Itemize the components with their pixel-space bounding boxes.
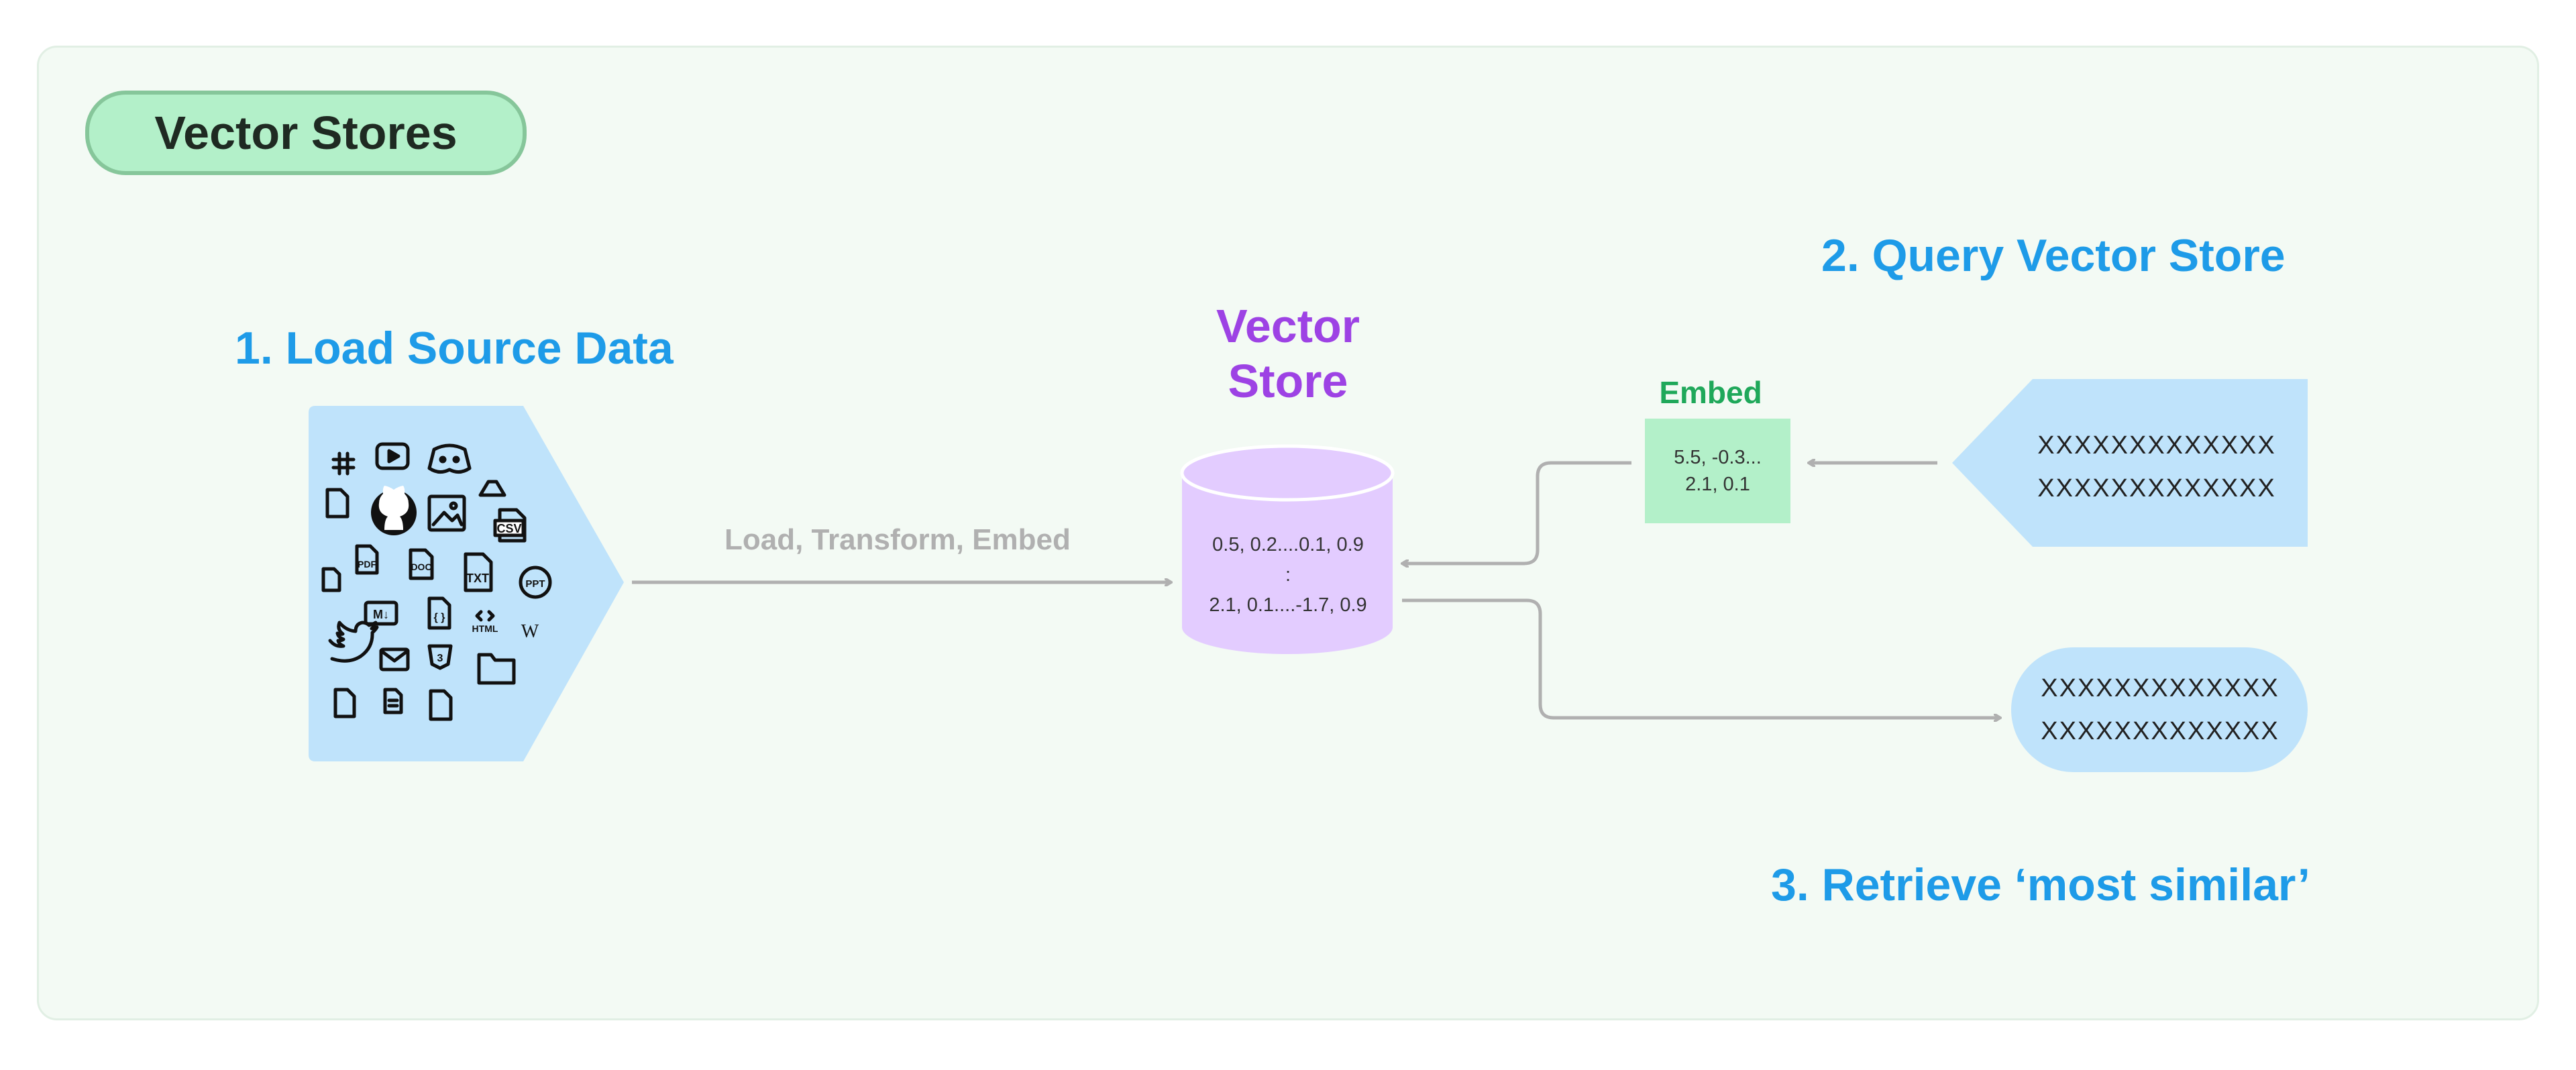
embed-row-1: 5.5, -0.3...	[1674, 447, 1762, 468]
css-icon: 3	[427, 644, 453, 670]
vector-store-title-line1: Vector	[1216, 300, 1360, 352]
query-shape	[1952, 379, 2308, 547]
load-transform-embed-label: Load, Transform, Embed	[724, 523, 1071, 556]
query-line-2: XXXXXXXXXXXXX	[2037, 474, 2276, 502]
file-icon	[333, 688, 356, 718]
embed-box: 5.5, -0.3... 2.1, 0.1	[1645, 419, 1790, 523]
html-icon: HTML	[472, 610, 498, 634]
mail-icon	[379, 647, 410, 672]
ppt-icon: PPT	[519, 566, 552, 599]
result-line-2: XXXXXXXXXXXXX	[2041, 717, 2279, 745]
markdown-icon: M↓	[364, 600, 398, 626]
svg-text:PPT: PPT	[525, 578, 545, 590]
svg-text:TXT: TXT	[466, 572, 489, 585]
svg-text:PDF: PDF	[358, 559, 376, 570]
step-query-heading: 2. Query Vector Store	[1821, 230, 2286, 281]
result-text: XXXXXXXXXXXXX XXXXXXXXXXXXX	[2026, 667, 2294, 753]
pdf-icon: PDF	[355, 544, 379, 575]
google-drive-icon	[478, 480, 506, 497]
store-to-result-arrow	[1402, 598, 2000, 718]
vector-store-cylinder	[1180, 444, 1395, 654]
result-line-1: XXXXXXXXXXXXX	[2041, 674, 2279, 702]
vector-store-row-1: 0.5, 0.2....0.1, 0.9	[1212, 534, 1364, 555]
file-icon	[325, 488, 350, 519]
query-text: XXXXXXXXXXXXX XXXXXXXXXXXXX	[2026, 424, 2288, 510]
twitter-icon	[328, 621, 379, 663]
wikipedia-icon: W	[521, 621, 539, 642]
source-icons: CSV PDF DOC TXT PPT M↓	[321, 442, 552, 721]
embed-title: Embed	[1659, 375, 1762, 410]
doc-icon: DOC	[409, 548, 434, 580]
youtube-icon	[375, 442, 410, 470]
svg-text:{ }: { }	[434, 612, 445, 623]
github-icon	[371, 486, 417, 535]
page-title: Vector Stores	[85, 91, 527, 175]
vector-store-title-line2: Store	[1228, 355, 1348, 407]
result-shape	[2011, 647, 2308, 772]
txt-icon: TXT	[464, 552, 493, 592]
svg-text:M↓: M↓	[373, 608, 389, 621]
vector-store-row-2: 2.1, 0.1....-1.7, 0.9	[1209, 594, 1367, 616]
embed-row-2: 2.1, 0.1	[1685, 474, 1750, 495]
file-icon	[429, 689, 453, 721]
json-icon: { }	[427, 596, 451, 630]
folder-icon	[477, 653, 516, 685]
document-icon	[321, 567, 341, 592]
slack-icon	[331, 451, 356, 476]
csv-icon: CSV	[493, 508, 527, 543]
svg-text:HTML: HTML	[472, 623, 498, 634]
vector-store-row-ellipsis: :	[1285, 564, 1291, 586]
vector-store-title: Vector Store	[1187, 299, 1389, 409]
step-load-heading: 1. Load Source Data	[235, 323, 674, 374]
vector-store-values: 0.5, 0.2....0.1, 0.9 : 2.1, 0.1....-1.7,…	[1181, 530, 1395, 621]
image-icon	[427, 494, 466, 532]
embed-to-store-arrow	[1402, 461, 1631, 564]
step-retrieve-heading: 3. Retrieve ‘most similar’	[1771, 859, 2310, 910]
svg-text:CSV: CSV	[496, 522, 521, 535]
svg-text:3: 3	[437, 653, 443, 664]
document-icon	[383, 688, 403, 714]
discord-icon	[427, 443, 472, 474]
svg-text:DOC: DOC	[411, 561, 431, 572]
query-line-1: XXXXXXXXXXXXX	[2037, 431, 2276, 460]
